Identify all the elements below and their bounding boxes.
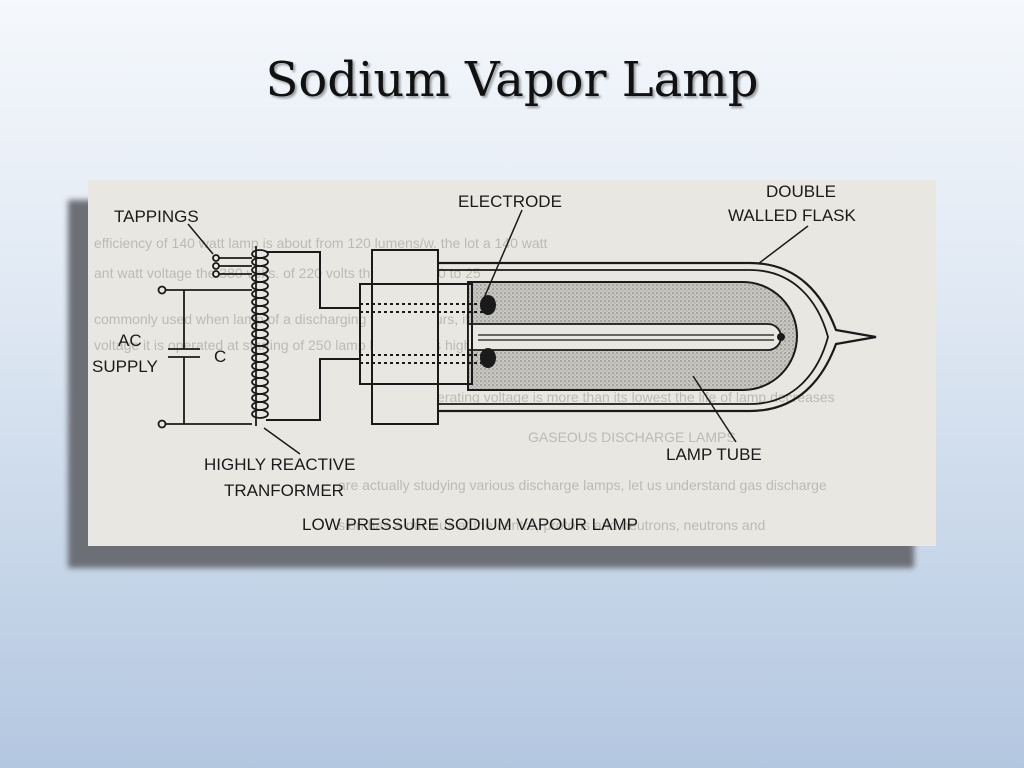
ghost-line-5: of its operating voltage is more than it…	[388, 389, 835, 405]
inner-flask	[438, 269, 829, 405]
electrode-bottom	[480, 348, 496, 368]
tappings-leads	[212, 254, 252, 278]
ghost-heading: GASEOUS DISCHARGE LAMPS	[528, 429, 736, 445]
lamp-diagram-svg: efficiency of 140 watt lamp is about fro…	[92, 182, 877, 534]
label-double: DOUBLE	[766, 182, 836, 201]
transformer-pointer	[263, 427, 301, 455]
slide-title: Sodium Vapor Lamp	[265, 52, 759, 108]
label-highly-reactive: HIGHLY REACTIVE	[204, 455, 355, 474]
wire-bottom	[266, 358, 360, 421]
wire-top	[266, 251, 360, 309]
tappings-pointer	[187, 223, 214, 255]
outer-flask	[438, 261, 877, 413]
tube-end-dot	[777, 333, 785, 341]
label-tappings: TAPPINGS	[114, 207, 199, 226]
label-tranformer: TRANFORMER	[224, 481, 344, 500]
ghost-line-7: sion has a nucleus at the centre, proton…	[338, 517, 765, 533]
label-walled-flask: WALLED FLASK	[728, 206, 857, 225]
lamp-diagram: efficiency of 140 watt lamp is about fro…	[88, 180, 936, 546]
ghost-line-1: efficiency of 140 watt lamp is about fro…	[94, 235, 548, 251]
diagram-caption: LOW PRESSURE SODIUM VAPOUR LAMP	[302, 515, 638, 534]
label-supply: SUPPLY	[92, 357, 158, 376]
base-inner-cap	[359, 283, 473, 385]
flask-pointer	[757, 225, 809, 265]
lamp-base	[371, 249, 439, 425]
label-lamp-tube: LAMP TUBE	[666, 445, 762, 464]
transformer-coil	[251, 246, 269, 426]
ghost-line-6: are actually studying various discharge …	[338, 477, 827, 493]
electrode-top	[480, 295, 496, 315]
label-capacitor: C	[214, 347, 226, 366]
electrode-pointer	[483, 209, 523, 299]
lamp-tube-pointer	[692, 375, 737, 443]
ac-supply-circuit	[157, 285, 252, 429]
label-electrode: ELECTRODE	[458, 192, 562, 211]
lamp-tube-inner	[467, 323, 782, 351]
label-ac: AC	[118, 331, 142, 350]
